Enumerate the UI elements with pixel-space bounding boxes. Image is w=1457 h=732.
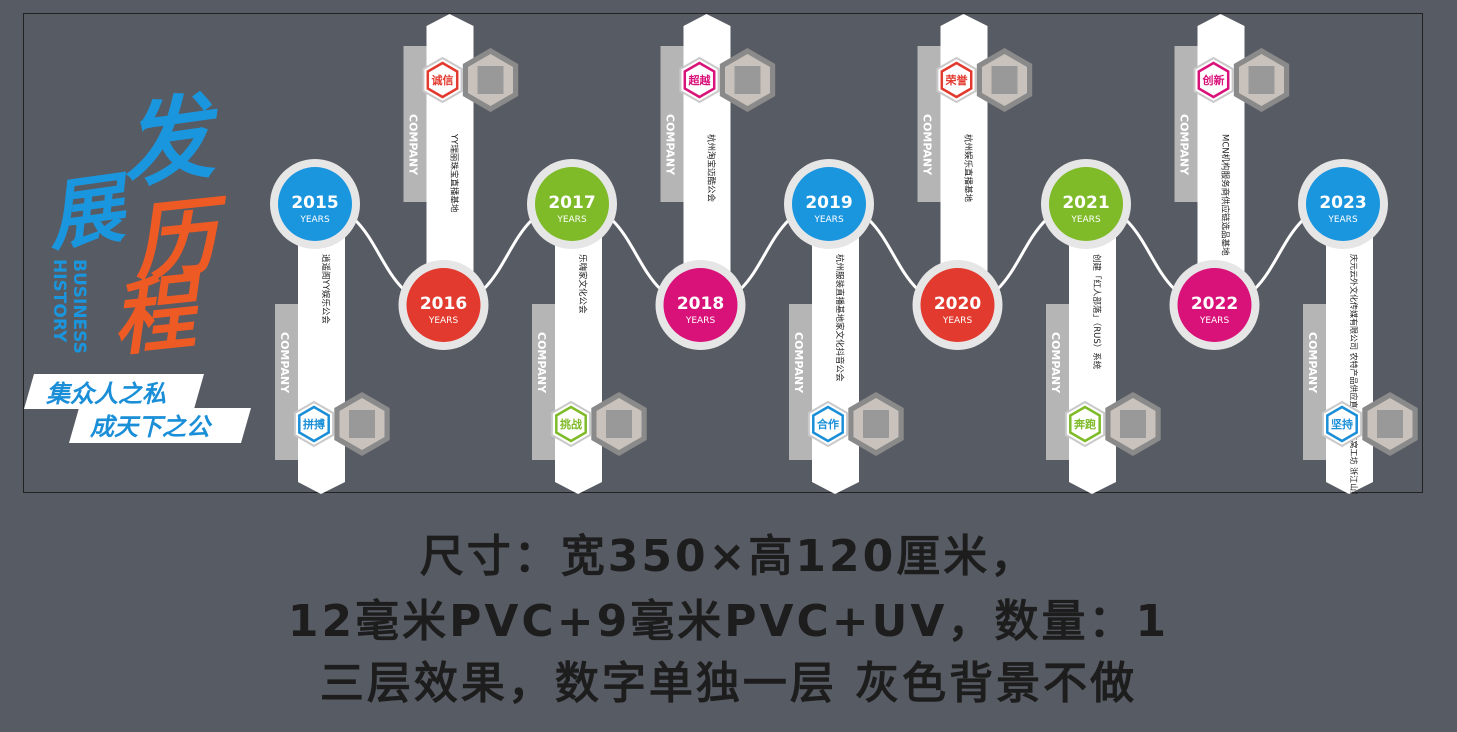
year-circle: [1306, 167, 1380, 241]
tag-label: 挑战: [560, 417, 582, 431]
tag-label: 拼搏: [303, 417, 325, 431]
tag-label: 荣誉: [945, 73, 969, 87]
year-circle: [278, 167, 352, 241]
tag-hexagon-inner: [1197, 61, 1230, 99]
spec-line-1: 尺寸：宽350×高120厘米，: [419, 531, 1038, 582]
title-group: 发 展 历 程 BUSINESS HISTORY 集众人之私 成天下之公: [24, 81, 251, 443]
tag-hexagon-inner: [298, 405, 330, 443]
photo-figure: [863, 410, 889, 438]
photo-figure: [477, 66, 504, 94]
year-number: 2020: [934, 294, 981, 314]
title-char-zhan: 展: [40, 162, 138, 262]
years-label: YEARS: [1070, 215, 1101, 225]
tag-hexagon-inner: [555, 405, 587, 443]
milestone-text: 逍遥阁YY娱乐公会: [320, 254, 331, 324]
company-label: COMPANY: [535, 332, 548, 394]
milestone-text: YY瑞丽珠宝直播基地: [449, 133, 460, 213]
year-number: 2017: [548, 193, 595, 213]
year-number: 2023: [1319, 193, 1366, 213]
year-circle: [406, 268, 481, 342]
photo-figure: [1120, 410, 1146, 438]
years-label: YEARS: [942, 316, 973, 326]
photo-figure: [349, 410, 375, 438]
company-label: COMPANY: [664, 114, 677, 176]
year-number: 2016: [420, 294, 467, 314]
tag-hexagon-inner: [426, 61, 459, 99]
company-label: COMPANY: [1178, 114, 1191, 176]
company-label: COMPANY: [792, 332, 805, 394]
tag-label: 创新: [1202, 73, 1225, 87]
milestone-text: 创建「红人部落」（RUS）系统: [1091, 254, 1102, 370]
years-label: YEARS: [299, 215, 330, 225]
company-label: COMPANY: [1049, 332, 1062, 394]
tag-hexagon-inner: [1069, 405, 1101, 443]
title-english-history: HISTORY: [49, 259, 69, 343]
milestone-text: 庆元云外文化传媒有限公司 农特产品供应直播共享蜂窝工坊 浙江山鼎一蛙蛙鱼「系列产…: [1349, 254, 1359, 494]
slogan-banner-1: [24, 374, 204, 409]
years-label: YEARS: [685, 316, 716, 326]
year-circle: [920, 268, 995, 342]
tag-hexagon-inner: [812, 405, 844, 443]
years-label: YEARS: [1327, 215, 1358, 225]
title-char-fa: 发: [113, 81, 229, 202]
year-circle: [792, 167, 866, 241]
year-number: 2021: [1062, 193, 1109, 213]
years-label: YEARS: [1199, 316, 1230, 326]
milestone-text: 杭州娱乐直播基地: [963, 134, 974, 203]
years-label: YEARS: [428, 316, 459, 326]
years-label: YEARS: [813, 215, 844, 225]
year-circle: [1177, 268, 1252, 342]
tag-label: 奔跑: [1073, 417, 1096, 431]
company-label: COMPANY: [278, 332, 291, 394]
company-label: COMPANY: [407, 114, 420, 176]
year-circle: [1049, 167, 1123, 241]
tag-hexagon-inner: [683, 61, 716, 99]
photo-figure: [1248, 66, 1275, 94]
milestone-text: MCN机构服务商供应链选品基地: [1220, 134, 1231, 256]
photo-figure: [734, 66, 761, 94]
nodes-layer: 2015YEARS2016YEARS2017YEARS2018YEARS2019…: [270, 159, 1388, 350]
timeline-board: 发 展 历 程 BUSINESS HISTORY 集众人之私 成天下之公 COM…: [23, 13, 1423, 494]
photo-figure: [1377, 410, 1403, 438]
spec-line-2: 12毫米PVC+9毫米PVC+UV，数量：1: [287, 596, 1170, 647]
tag-hexagon-inner: [1326, 405, 1358, 443]
year-circle: [535, 167, 609, 241]
photo-figure: [991, 66, 1018, 94]
milestone-text: 乐嗨家文化公会: [577, 254, 588, 314]
milestone-text: 杭州服装直播基地家文化抖音公会: [834, 254, 845, 382]
slogan-2: 成天下之公: [89, 413, 213, 441]
company-label: COMPANY: [1306, 332, 1319, 394]
tag-label: 超越: [688, 73, 712, 87]
slogan-banner-2: [69, 408, 251, 443]
year-number: 2022: [1191, 294, 1238, 314]
tag-label: 坚持: [1331, 417, 1353, 431]
title-english-business: BUSINESS: [69, 259, 89, 354]
company-label: COMPANY: [921, 114, 934, 176]
year-circle: [663, 268, 738, 342]
spec-line-3: 三层效果，数字单独一层 灰色背景不做: [319, 658, 1138, 709]
slogan-1: 集众人之私: [45, 380, 166, 408]
milestone-text: 杭州淘宝迈酷公会: [706, 134, 717, 203]
tag-hexagon-inner: [940, 61, 973, 99]
tag-label: 合作: [817, 417, 839, 431]
year-number: 2015: [291, 193, 338, 213]
year-number: 2019: [805, 193, 852, 213]
photo-figure: [606, 410, 632, 438]
years-label: YEARS: [556, 215, 587, 225]
timeline-graphic: 发 展 历 程 BUSINESS HISTORY 集众人之私 成天下之公 COM…: [24, 14, 1418, 494]
tag-label: 诚信: [432, 73, 454, 87]
year-number: 2018: [677, 294, 724, 314]
